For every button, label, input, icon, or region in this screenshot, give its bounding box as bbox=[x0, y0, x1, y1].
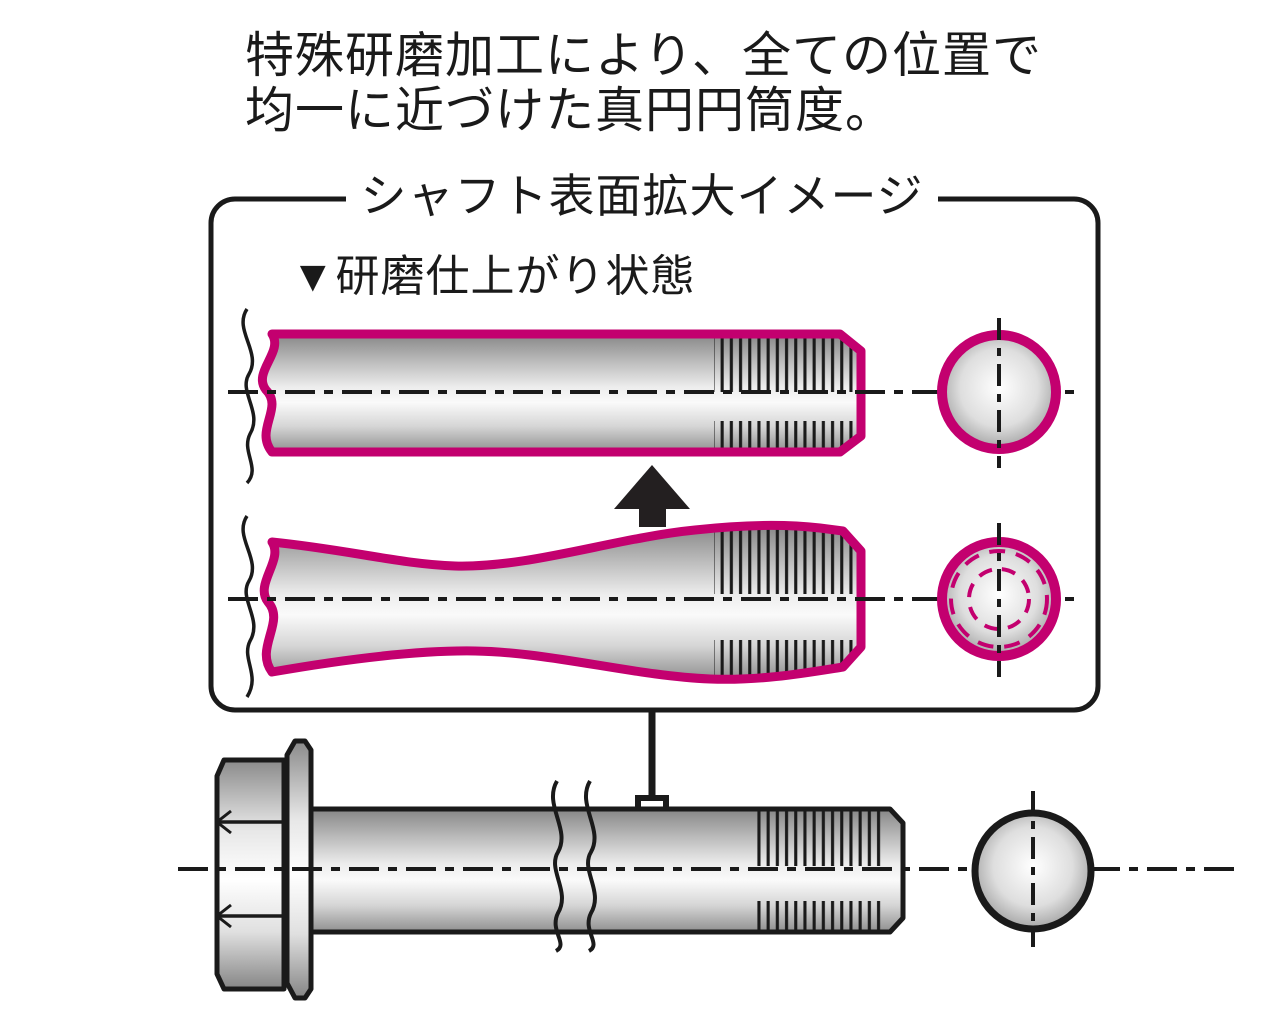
shaft-threads bbox=[714, 334, 854, 452]
break-line bbox=[550, 779, 564, 953]
irregularity-dashed-circle-inner bbox=[967, 567, 1031, 631]
shaft-outline-accent bbox=[259, 521, 866, 684]
bolt-break-lines bbox=[550, 779, 597, 953]
bolt-drawing bbox=[178, 738, 1243, 1001]
break-line bbox=[241, 308, 256, 485]
hex-facet-chevron bbox=[214, 903, 232, 929]
break-line bbox=[241, 515, 256, 698]
product-caption: 特殊研磨加工により、全ての位置で 均一に近づけた真円円筒度。 bbox=[245, 29, 1042, 138]
unpolished-cross-section bbox=[937, 523, 1061, 677]
shaft-body bbox=[262, 334, 861, 452]
bolt-end-view bbox=[971, 791, 1095, 947]
panel-state-label: ▼研磨仕上がり状態 bbox=[291, 252, 696, 301]
polished-cross-section bbox=[937, 318, 1061, 468]
panel-title: シャフト表面拡大イメージ bbox=[360, 170, 923, 222]
caption-line-1: 特殊研磨加工により、全ての位置で bbox=[245, 29, 1042, 83]
bolt-threads bbox=[753, 809, 886, 932]
panel-title-gap bbox=[346, 180, 938, 218]
polished-shaft-side-view bbox=[228, 308, 1077, 485]
hex-head-profile bbox=[214, 757, 287, 992]
bolt-hex-head bbox=[214, 757, 298, 992]
hex-facet-chevron bbox=[214, 809, 232, 835]
up-arrow-icon bbox=[614, 465, 690, 527]
caption-line-2: 均一に近づけた真円円筒度。 bbox=[245, 84, 895, 138]
shaft-outline-accent bbox=[257, 329, 866, 457]
unpolished-shaft-side-view bbox=[228, 515, 1077, 698]
break-line bbox=[583, 779, 597, 953]
irregularity-dashed-circle-outer bbox=[949, 549, 1049, 649]
